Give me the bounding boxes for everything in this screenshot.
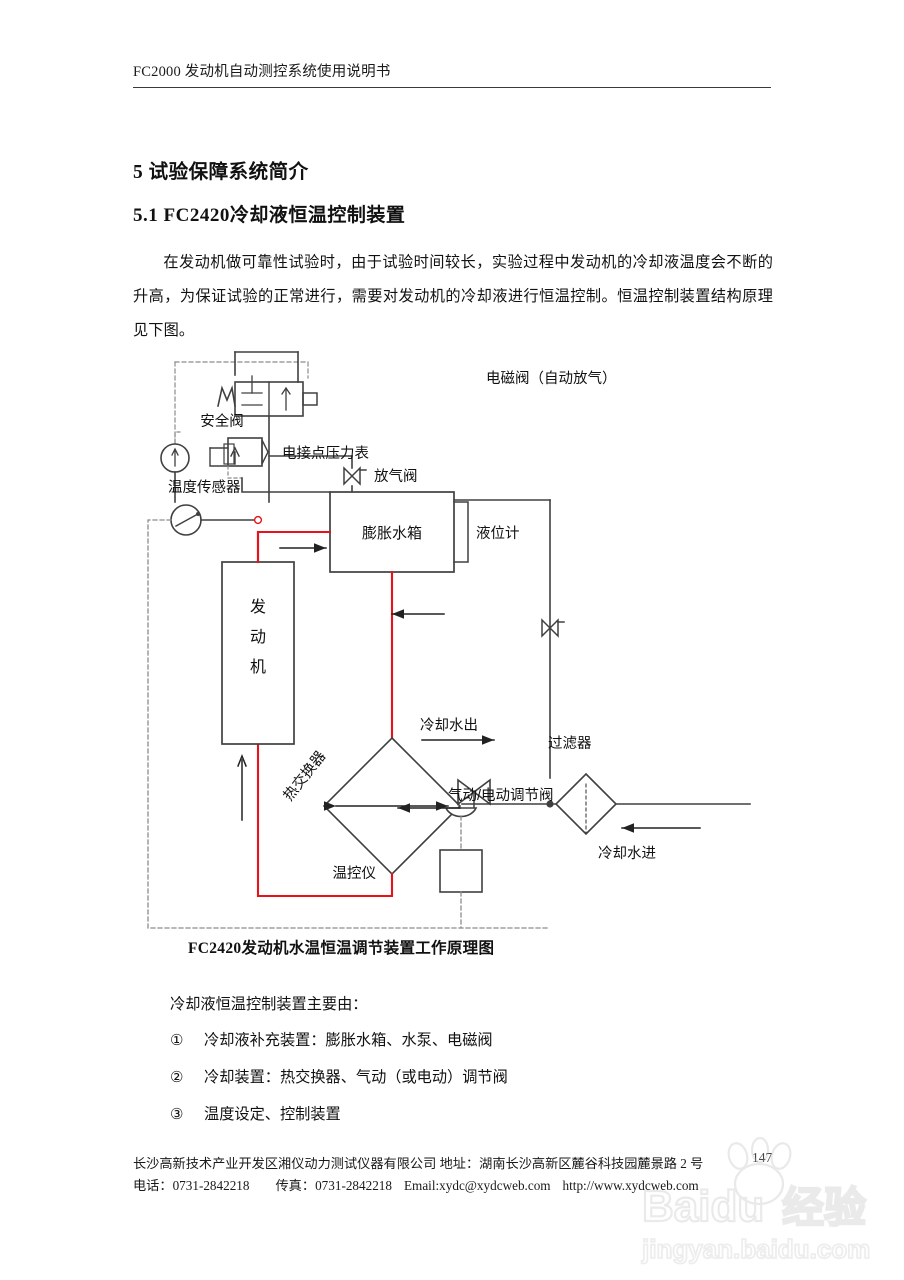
list-marker: ③ [170, 1106, 184, 1123]
signal-line-sensor-to-controller [147, 519, 551, 929]
figure-caption: FC2420发动机水温恒温调节装置工作原理图 [188, 940, 495, 957]
coolant-control-diagram: 电磁阀（自动放气） 安全阀 电接点压力表 放气阀 膨胀水箱 液位计 温度传感器 … [130, 340, 780, 980]
list-item: ③ 温度设定、控制装置 [170, 1102, 730, 1139]
list-item-text: 冷却装置：热交换器、气动（或电动）调节阀 [204, 1069, 508, 1086]
running-header: FC2000 发动机自动测控系统使用说明书 [133, 60, 771, 88]
label-pressure-gauge: 电接点压力表 [282, 445, 369, 462]
label-engine-char-2: 动 [250, 628, 266, 646]
solenoid-chamber-a [241, 392, 263, 406]
page-footer: 长沙高新技术产业开发区湘仪动力测试仪器有限公司 地址：湖南长沙高新区麓谷科技园麓… [133, 1153, 833, 1197]
control-valve-actuator [444, 807, 478, 818]
footer-website[interactable]: http://www.xydcweb.com [562, 1178, 699, 1193]
safety-valve-spring [261, 439, 269, 465]
running-header-title: FC2000 发动机自动测控系统使用说明书 [133, 64, 391, 80]
header-divider [133, 87, 771, 88]
list-marker: ① [170, 1032, 184, 1049]
pipe-safety-to-tank [241, 477, 331, 493]
solenoid-actuator-m [217, 385, 236, 407]
footer-phone-label: 电话： [133, 1178, 173, 1193]
footer-fax-label: 传真： [275, 1178, 316, 1193]
engine-body [221, 561, 295, 745]
solenoid-chamber-b-arrow [281, 386, 291, 411]
list-item-text: 冷却液补充装置：膨胀水箱、水泵、电磁阀 [204, 1032, 493, 1049]
section-heading: 5 试验保障系统简介 [133, 162, 309, 183]
coolant-line-engine-to-tank [256, 530, 332, 564]
label-vent-valve: 放气阀 [374, 468, 418, 485]
safety-valve-dashed-lead [227, 465, 243, 479]
label-level-gauge: 液位计 [476, 525, 520, 542]
label-expansion-tank: 膨胀水箱 [362, 525, 422, 542]
watermark-url: jingyan.baidu.com [641, 1234, 870, 1264]
vent-valve-symbol [343, 466, 361, 486]
label-cooling-water-out: 冷却水出 [420, 717, 478, 734]
footer-fax: 0731-2842218 [315, 1178, 392, 1193]
label-temperature-controller: 温控仪 [333, 865, 377, 882]
pipe-tee-junction [546, 800, 554, 808]
page-number: 147 [752, 1150, 773, 1165]
safety-valve-arrow [230, 446, 240, 465]
label-engine-char-1: 发 [250, 598, 266, 616]
safety-valve-left-lead [209, 447, 229, 467]
safety-valve-inner [223, 443, 235, 465]
list-marker: ② [170, 1069, 184, 1086]
level-gauge-symbol [453, 501, 469, 563]
label-solenoid-valve: 电磁阀（自动放气） [486, 370, 617, 387]
flow-arrow-up-head [237, 753, 247, 767]
body-paragraph: 在发动机做可靠性试验时，由于试验时间较长，实验过程中发动机的冷却液温度会不断的升… [133, 254, 773, 339]
component-list: ① 冷却液补充装置：膨胀水箱、水泵、电磁阀 ② 冷却装置：热交换器、气动（或电动… [170, 1028, 730, 1139]
list-item-text: 温度设定、控制装置 [204, 1106, 341, 1123]
list-item: ① 冷却液补充装置：膨胀水箱、水泵、电磁阀 [170, 1028, 730, 1065]
label-engine-group: 发 动 机 [250, 598, 266, 676]
riser-manual-valve [541, 618, 559, 638]
footer-company: 长沙高新技术产业开发区湘仪动力测试仪器有限公司 地址：湖南长沙高新区麓谷科技园麓… [133, 1156, 704, 1171]
label-filter: 过滤器 [548, 735, 592, 752]
list-item: ② 冷却装置：热交换器、气动（或电动）调节阀 [170, 1065, 730, 1102]
label-control-valve: 气动/电动调节阀 [448, 787, 554, 804]
label-safety-valve: 安全阀 [200, 412, 244, 430]
label-engine-char-3: 机 [250, 658, 266, 676]
temperature-controller-body [439, 849, 483, 893]
label-temperature-sensor: 温度传感器 [168, 479, 241, 496]
pressure-gauge-needle [171, 447, 179, 467]
subsection-heading: 5.1 FC2420冷却液恒温控制装置 [133, 205, 406, 226]
label-cooling-water-in: 冷却水进 [598, 845, 656, 862]
temperature-sensor-needle [175, 513, 199, 527]
solenoid-spring-box [302, 392, 318, 406]
footer-email: Email:xydc@xydcweb.com [404, 1178, 551, 1193]
expansion-tank-body [329, 491, 455, 573]
label-heat-exchanger: 热交换器 [279, 747, 329, 804]
list-intro: 冷却液恒温控制装置主要由： [170, 996, 368, 1013]
coolant-line-return [256, 742, 394, 898]
temperature-sensor-dot [196, 512, 200, 516]
sensor-tap-point [253, 515, 263, 525]
footer-phone: 0731-2842218 [172, 1178, 250, 1193]
